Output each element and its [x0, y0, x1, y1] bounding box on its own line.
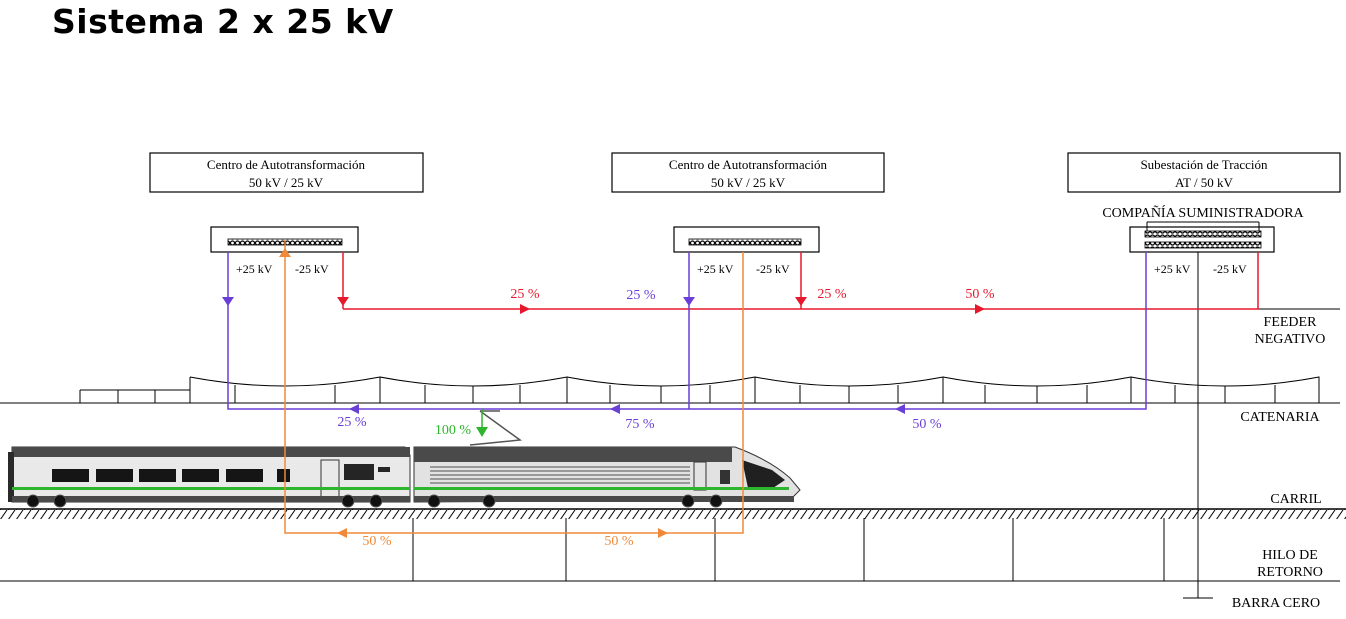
autotransformer-box-1: Centro de Autotransformación 50 kV / 25 …: [149, 152, 424, 193]
label-zero-bar: BARRA CERO: [1232, 596, 1320, 611]
pct-blue-top: 25 %: [626, 288, 656, 303]
terminal-labels: +25 kV -25 kV +25 kV -25 kV +25 kV -25 k…: [236, 262, 1247, 276]
autotransformer-box-2: Centro de Autotransformación 50 kV / 25 …: [611, 152, 885, 193]
substation-box: Subestación de Tracción AT / 50 kV: [1067, 152, 1341, 193]
rail: [0, 508, 1346, 519]
return-arrows: [279, 248, 668, 538]
line-structure: [0, 252, 1340, 599]
at2-line1: Centro de Autotransformación: [669, 157, 828, 172]
transformer-2: [673, 226, 820, 253]
pct-train: 100 %: [435, 423, 472, 438]
catenary-current: [227, 252, 1147, 410]
supplier-label: COMPAÑÍA SUMINISTRADORA: [1102, 204, 1304, 221]
current-labels: 25 % 25 % 25 % 50 % 25 % 75 % 50 % 100 %…: [337, 287, 995, 549]
train-current: [476, 409, 488, 437]
terminal-plus-3: +25 kV: [1154, 262, 1191, 276]
label-feeder-2: NEGATIVO: [1255, 332, 1326, 347]
side-labels: FEEDER NEGATIVO CATENARIA CARRIL HILO DE…: [1232, 315, 1326, 611]
pct-cat-c: 50 %: [912, 417, 942, 432]
catenary-arrows: [222, 297, 905, 414]
catenary-wire: [79, 376, 1320, 403]
terminal-minus-3: -25 kV: [1213, 262, 1247, 276]
label-catenary: CATENARIA: [1240, 410, 1320, 425]
pct-ret-a: 50 %: [362, 534, 392, 549]
feeder-arrows: [337, 297, 985, 314]
label-feeder-1: FEEDER: [1264, 315, 1318, 330]
st-line2: AT / 50 kV: [1175, 175, 1234, 190]
pct-feeder-b: 25 %: [817, 287, 847, 302]
page-title: Sistema 2 x 25 kV: [52, 2, 394, 41]
return-current: [284, 240, 744, 534]
train: [8, 410, 801, 508]
terminal-plus-1: +25 kV: [236, 262, 273, 276]
at1-line1: Centro de Autotransformación: [207, 157, 366, 172]
pct-cat-a: 25 %: [337, 415, 367, 430]
label-return-1: HILO DE: [1262, 548, 1318, 563]
label-rail: CARRIL: [1270, 492, 1321, 507]
transformer-3: [1129, 221, 1275, 253]
at1-line2: 50 kV / 25 kV: [249, 175, 324, 190]
terminal-plus-2: +25 kV: [697, 262, 734, 276]
pct-feeder-c: 50 %: [965, 287, 995, 302]
label-return-2: RETORNO: [1257, 565, 1323, 580]
st-line1: Subestación de Tracción: [1140, 157, 1268, 172]
terminal-minus-1: -25 kV: [295, 262, 329, 276]
at2-line2: 50 kV / 25 kV: [711, 175, 786, 190]
pct-cat-b: 75 %: [625, 417, 655, 432]
terminal-minus-2: -25 kV: [756, 262, 790, 276]
pct-feeder-a: 25 %: [510, 287, 540, 302]
pct-ret-b: 50 %: [604, 534, 634, 549]
